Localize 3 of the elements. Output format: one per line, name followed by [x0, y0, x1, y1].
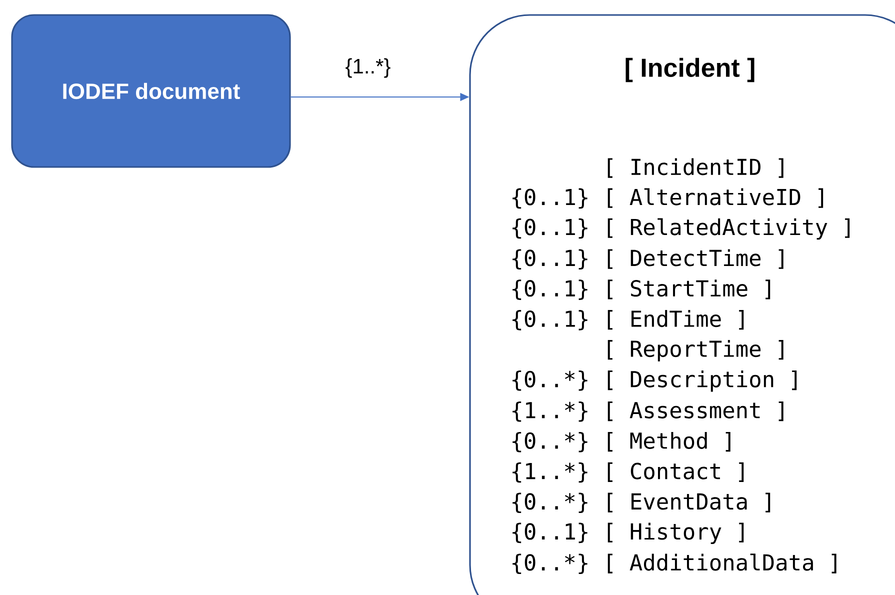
edge-label: {1..*} [344, 57, 392, 79]
incident-box: [ Incident ] [ IncidentID ] {0..1} [ AlternativeID ] {0..1} [ RelatedActivity ] {0..1} [ DetectTime ] {0..1} [ StartTime ] {0..1} [ EndTime ] [ ReportTime ] {0..*} [ Description ] {1..*} [ Assessment ] {0..*} [ Method ] {1..*} [ Contact ] {0..*} [ EventData ] {0..1} [ History ] {0..*} [ AdditionalData ] [469, 14, 895, 595]
document-box: IODEF document [11, 14, 291, 168]
